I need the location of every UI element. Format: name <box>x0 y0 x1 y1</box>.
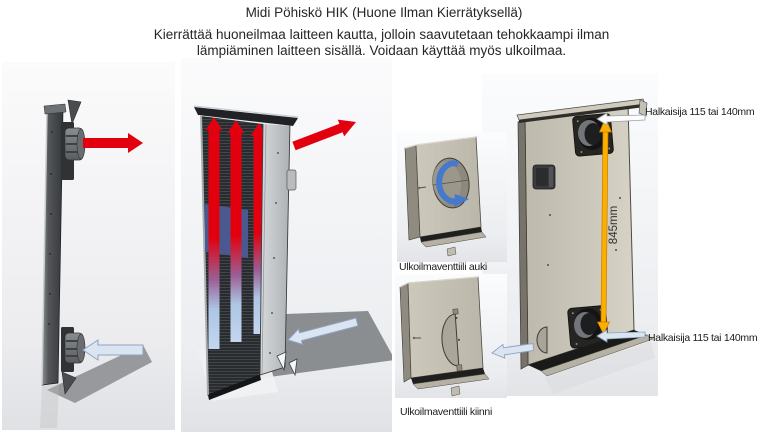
bottom-band <box>208 375 261 400</box>
open-valve-flow-arrow <box>436 160 459 205</box>
side-view-figure <box>2 62 175 430</box>
rivet-dots <box>269 152 279 354</box>
rivet-dots <box>547 197 621 266</box>
top-mount-bracket <box>67 99 82 126</box>
height-dimension-arrow <box>596 117 613 335</box>
rising-flow-arrow <box>205 117 223 349</box>
circulation-figure <box>181 58 392 432</box>
hot-air-out-arrow <box>292 119 356 151</box>
floor-shadow <box>40 345 152 428</box>
inlet-port-bottom <box>61 327 86 372</box>
inset-valve-closed <box>399 276 490 397</box>
open-valve-flow-arrowhead <box>454 194 469 207</box>
rivet-dots <box>48 131 53 325</box>
valve-open-label: Ulkoilmaventtiili auki <box>399 261 487 273</box>
bottom-lip <box>540 334 654 377</box>
viewport-background <box>2 62 175 430</box>
valve-disc-closed <box>441 308 463 372</box>
diameter-pointer-bottom-arrow <box>596 329 646 343</box>
floor-reflection <box>545 341 655 394</box>
side-tab <box>286 169 297 191</box>
right-frame <box>259 121 291 376</box>
diameter-label-top: Halkaisija 115 tai 140mm <box>645 106 755 118</box>
top-rail <box>516 98 648 123</box>
valve-closed-label: Ulkoilmaventtiili kiinni <box>400 406 492 418</box>
junction-box <box>532 164 556 190</box>
foot <box>288 358 298 377</box>
page-subtitle: Kierrättää huoneilmaa laitteen kautta, j… <box>153 27 610 58</box>
foot <box>276 351 287 372</box>
valve-disc <box>536 326 548 354</box>
device-isometric-body <box>193 105 299 400</box>
device-side-body <box>41 99 82 395</box>
device-back-body <box>516 98 655 394</box>
back-view-figure <box>395 74 658 398</box>
height-dimension-label: 845mm <box>608 205 620 245</box>
cold-air-in-arrow <box>82 339 144 361</box>
bottom-mount-bracket <box>61 371 77 395</box>
rising-flow-arrow <box>227 120 245 342</box>
diameter-pointer-top-arrow <box>596 112 646 126</box>
bottom-band <box>528 330 647 371</box>
hot-air-out-arrow <box>83 133 143 153</box>
diameter-label-bottom: Halkaisija 115 tai 140mm <box>648 332 758 344</box>
valve-closed-pointer-arrow <box>491 342 534 359</box>
top-hood <box>193 105 299 126</box>
page-title: Midi Pöhiskö HIK (Huone Ilman Kierrätyks… <box>245 5 523 20</box>
cold-air-in-arrow <box>287 317 359 346</box>
inset-valve-open <box>404 136 487 257</box>
